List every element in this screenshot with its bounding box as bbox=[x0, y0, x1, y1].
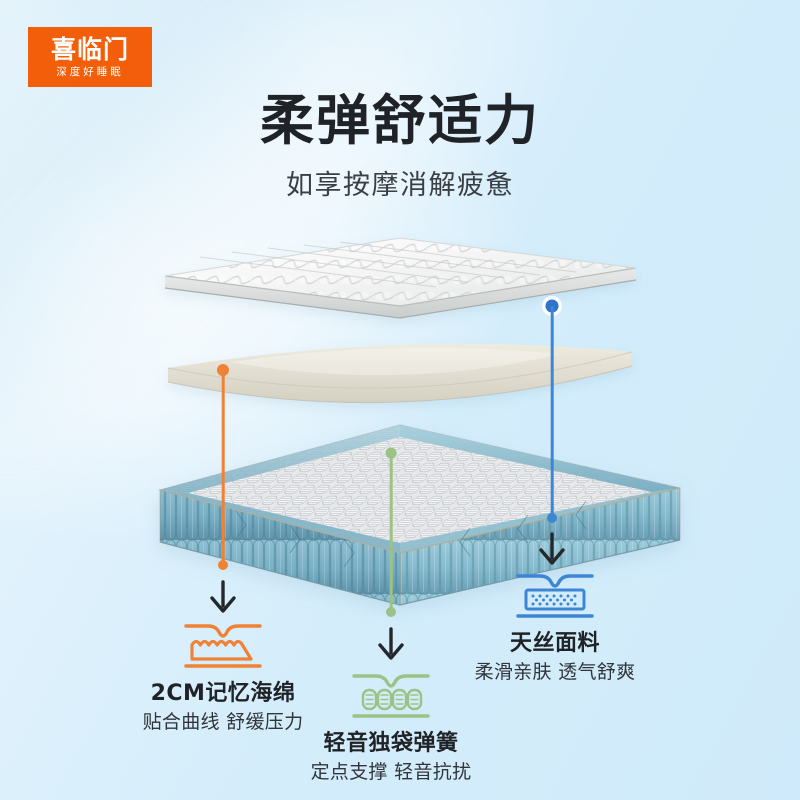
layer-pocket-springs bbox=[158, 424, 681, 606]
fabric-connector-bottom-dot bbox=[547, 513, 557, 523]
spring-connector bbox=[375, 447, 407, 697]
layer-memory-foam bbox=[167, 343, 633, 404]
feature-tencel-fabric: 天丝面料 柔滑亲肤 透气舒爽 bbox=[405, 565, 705, 684]
page-title: 柔弹舒适力 bbox=[260, 89, 540, 152]
feature-pocket-spring-desc: 定点支撑 轻音抗扰 bbox=[310, 761, 472, 784]
feature-memory-foam-desc: 贴合曲线 舒缓压力 bbox=[142, 711, 304, 734]
brand-logo: 喜临门 深度好睡眠 bbox=[28, 27, 152, 87]
feature-memory-foam: 2CM记忆海绵 贴合曲线 舒缓压力 bbox=[73, 615, 373, 734]
brand-logo-slogan: 深度好睡眠 bbox=[56, 65, 124, 78]
spring-connector-bottom-dot bbox=[386, 607, 396, 617]
pocket-spring-icon bbox=[352, 674, 430, 718]
fabric-connector-line bbox=[550, 306, 554, 518]
feature-memory-foam-title: 2CM记忆海绵 bbox=[150, 681, 296, 706]
layer-tencel-cover bbox=[164, 237, 637, 319]
memory-foam-icon bbox=[184, 624, 262, 668]
spring-down-arrow-icon bbox=[378, 627, 404, 660]
feature-pocket-spring-title: 轻音独袋弹簧 bbox=[323, 731, 459, 756]
brand-logo-name: 喜临门 bbox=[50, 34, 129, 64]
feature-pocket-spring: 轻音独袋弹簧 定点支撑 轻音抗扰 bbox=[241, 665, 541, 784]
foam-connector-bottom-dot bbox=[218, 560, 228, 570]
feature-tencel-fabric-desc: 柔滑亲肤 透气舒爽 bbox=[474, 661, 636, 684]
spring-connector-line bbox=[389, 453, 393, 612]
foam-connector bbox=[207, 362, 239, 613]
page-subtitle: 如享按摩消解疲惫 bbox=[286, 170, 514, 201]
foam-connector-line bbox=[221, 370, 225, 565]
fabric-down-arrow-icon bbox=[539, 532, 565, 565]
fabric-connector bbox=[536, 296, 568, 566]
feature-tencel-fabric-title: 天丝面料 bbox=[509, 631, 600, 656]
tencel-fabric-icon bbox=[516, 574, 594, 618]
foam-down-arrow-icon bbox=[210, 580, 236, 613]
